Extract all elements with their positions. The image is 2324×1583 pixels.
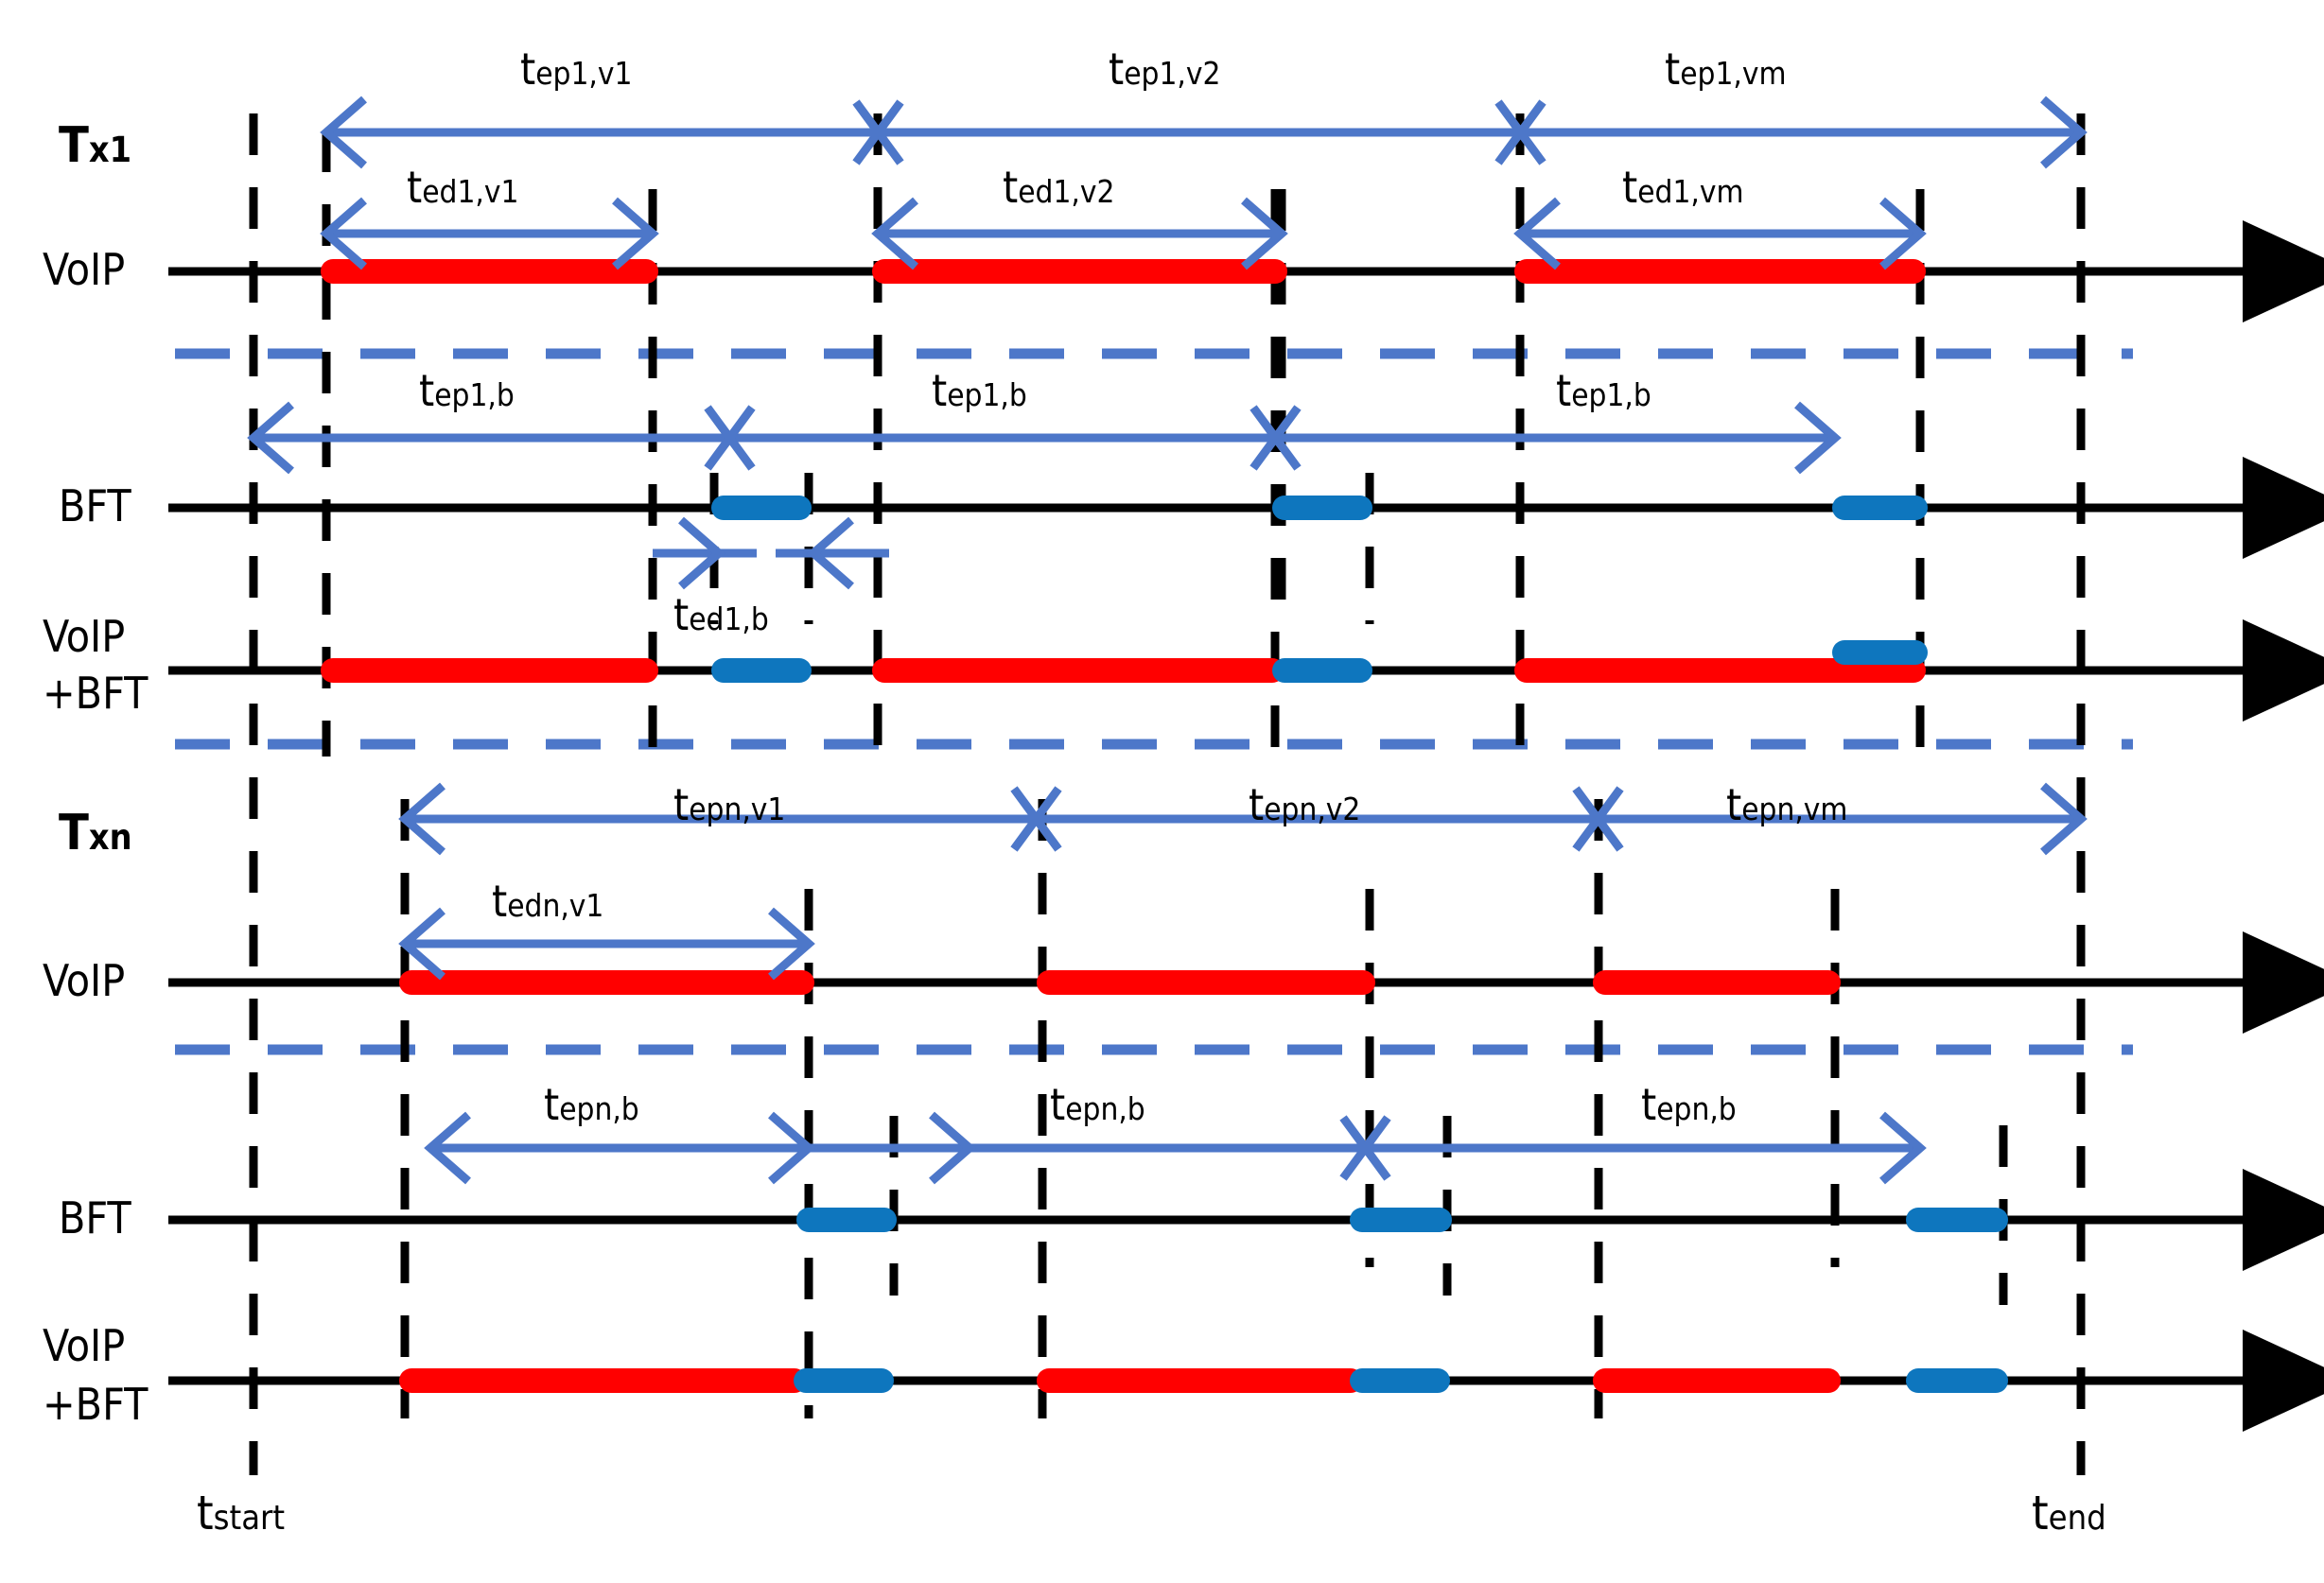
measure-txn-ep-bft-3: tepn,b [1641,1079,1737,1130]
time-marker-start: tstart [197,1486,286,1540]
row-label-txn-voip: VoIP [43,955,126,1006]
measure-txn-ep-voip-2: tepn,v2 [1249,779,1361,830]
row-label-txn-voipbft-line1: VoIP [43,1320,126,1371]
measure-arrows [247,96,2088,1185]
row-label-tx1-voip: VoIP [43,244,126,295]
row-label-tx1-bft: BFT [59,480,131,531]
measure-tx1-ep-bft-1: tep1,b [419,365,515,416]
blue-dashed-separators [175,348,2133,1055]
tx1-voip-plus-bft-bars [321,640,1928,683]
measure-txn-ep-voip-1: tepn,v1 [673,779,786,830]
row-label-txn-voipbft-line2: +BFT [43,1379,149,1430]
group-label-tx1: Tx1 [59,117,132,174]
measure-tx1-ep-voip-2: tep1,v2 [1109,43,1221,95]
row-label-txn-bft: BFT [59,1192,131,1244]
measure-tx1-ed-voip-2: ted1,v2 [1003,162,1115,213]
measure-tx1-ep-voip-3: tep1,vm [1665,43,1787,95]
measure-tx1-ep-voip-1: tep1,v1 [520,43,633,95]
time-marker-end: tend [2032,1486,2106,1540]
measure-tx1-ed-bft: ted1,b [673,589,769,640]
measure-txn-ep-voip-3: tepn,vm [1726,779,1848,830]
measure-tx1-ep-bft-2: tep1,b [932,365,1027,416]
measure-tx1-ed-voip-1: ted1,v1 [407,162,519,213]
group-label-txn: Txn [59,805,132,861]
measure-txn-ep-bft-2: tepn,b [1050,1079,1145,1130]
measure-tx1-ep-bft-3: tep1,b [1556,365,1651,416]
row-label-tx1-voipbft-line2: +BFT [43,668,149,719]
measure-txn-ed-voip-1: tedn,v1 [492,876,604,927]
row-label-tx1-voipbft-line1: VoIP [43,611,126,662]
measure-txn-ep-bft-1: tepn,b [544,1079,639,1130]
measure-tx1-ed-voip-3: ted1,vm [1622,162,1744,213]
